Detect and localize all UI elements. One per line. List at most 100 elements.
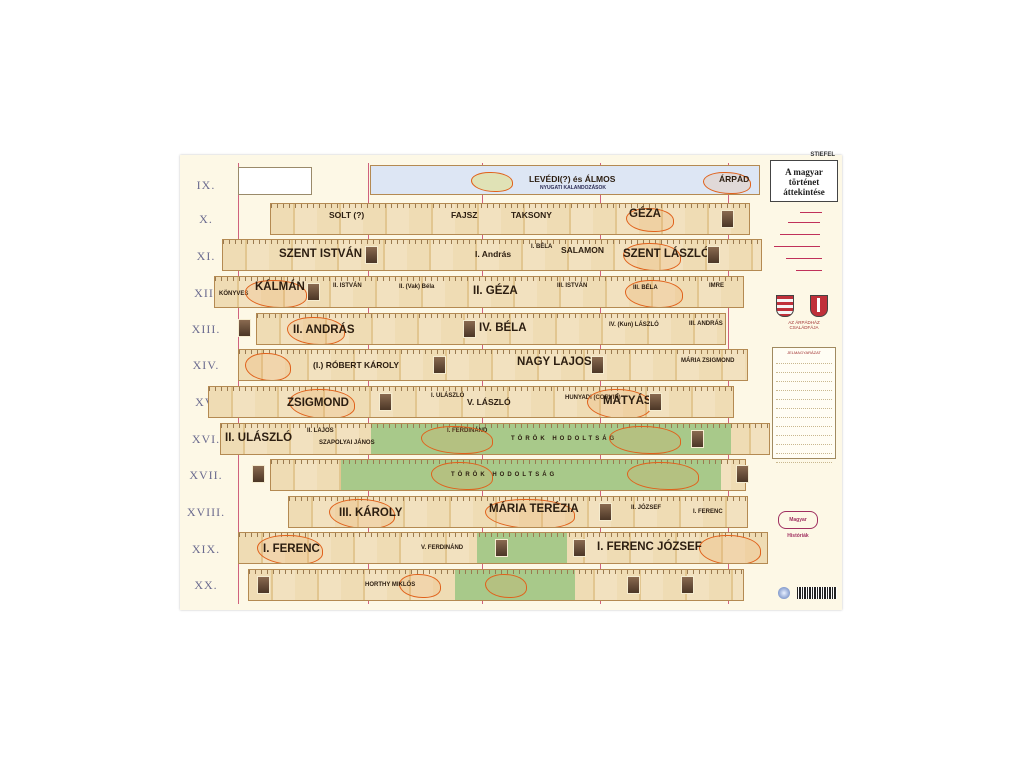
ruler-bela-2: II. (Vak) Béla (399, 284, 435, 290)
ruler-ferenc-1: I. FERENC (263, 543, 320, 555)
ruler-lajos-2: II. LAJOS (307, 428, 334, 434)
portrait (691, 430, 704, 448)
portrait (238, 319, 251, 337)
guide-line (482, 163, 483, 604)
territory-map (625, 280, 683, 307)
century-label: XII. (194, 286, 218, 300)
ruler-taksony: TAKSONY (511, 210, 552, 220)
year-ruler (239, 350, 747, 354)
ruler-laszlo-4: IV. (Kun) LÁSZLÓ (609, 322, 659, 328)
history-timeline-poster: IX. X. XI. XII. XIII. XIV. XV. XVI. XVII… (180, 152, 842, 610)
ruler-zsigmond: ZSIGMOND (287, 397, 349, 409)
portrait (736, 465, 749, 483)
portrait (257, 576, 270, 594)
band-xiv: (I.) RÓBERT KÁROLY NAGY LAJOS MÁRIA ZSIG… (238, 349, 748, 381)
coat-of-arms-cross (810, 295, 828, 317)
poster-subtitle: áttekintése (783, 187, 825, 197)
portrait (721, 210, 734, 228)
band-x: SOLT (?) FAJSZ TAKSONY GÉZA (270, 203, 750, 235)
portrait (379, 393, 392, 411)
portrait (707, 246, 720, 264)
territory-map (623, 243, 681, 270)
ruler-ferenc-1-xviii: I. FERENC (693, 509, 723, 515)
ruler-fajsz: FAJSZ (451, 210, 478, 220)
band-xvii: TÖRÖK HODOLTSÁG (270, 459, 746, 491)
ruler-solt: SOLT (?) (329, 210, 365, 220)
portrait (433, 356, 446, 374)
year-ruler (215, 277, 743, 281)
publisher-brand: STIEFEL (810, 152, 835, 158)
territory-map (287, 317, 345, 344)
occupation-band (477, 533, 567, 563)
year-ruler (221, 424, 769, 428)
portrait (365, 246, 378, 264)
century-label: XIII. (191, 322, 221, 336)
band-ix: LEVÉDI(?) és ÁLMOS ÁRPÁD (370, 165, 760, 195)
band-xviii: III. KÁROLY MÁRIA TERÉZIA II. JÓZSEF I. … (288, 496, 748, 528)
ruler-szapolyai: SZAPOLYAI JÁNOS (319, 440, 375, 446)
ruler-matyas: MÁTYÁS (603, 395, 652, 407)
territory-map (245, 353, 291, 380)
guide-line (728, 163, 729, 604)
ruler-robert-karoly: (I.) RÓBERT KÁROLY (313, 360, 400, 370)
ruler-ulaszlo-1: I. ULÁSZLÓ (431, 393, 465, 399)
year-ruler (239, 533, 767, 537)
territory-map (485, 499, 575, 527)
ruler-nagy-lajos: NAGY LAJOS (517, 356, 592, 368)
info-box (238, 167, 312, 195)
ruler-karoly-3: III. KÁROLY (339, 507, 403, 519)
ruler-ulaszlo-2: II. ULÁSZLÓ (225, 432, 293, 444)
ruler-istvan-3: III. ISTVÁN (557, 283, 588, 289)
band-xv: ZSIGMOND I. ULÁSZLÓ V. LÁSZLÓ HUNYADI (C… (208, 386, 734, 418)
band-xi: SZENT ISTVÁN I. András I. BÉLA SALAMON S… (222, 239, 762, 271)
dynasty-note: AZ ÁRPÁDHÁZ CSALÁDFÁJA (788, 320, 820, 330)
century-label: XVI. (191, 432, 221, 446)
portrait (599, 503, 612, 521)
ruler-ferdinand-5: V. FERDINÁND (421, 545, 464, 551)
ruler-istvan-2: II. ISTVÁN (333, 283, 362, 289)
territory-map (627, 462, 699, 490)
ruler-szent-laszlo: SZENT LÁSZLÓ (623, 248, 710, 260)
portrait (681, 576, 694, 594)
ruler-arpad: ÁRPÁD (719, 174, 750, 184)
territory-map (471, 172, 513, 192)
century-label: XI. (196, 249, 216, 263)
year-ruler (223, 240, 761, 244)
ruler-kalman: KÁLMÁN (255, 281, 305, 293)
ruler-levedi-almos: LEVÉDI(?) és ÁLMOS (529, 174, 616, 184)
label-torok-hodoltsag: TÖRÖK HODOLTSÁG (451, 472, 558, 478)
territory-map (699, 535, 761, 563)
portrait (591, 356, 604, 374)
year-ruler (257, 314, 725, 318)
ruler-andras-3: III. ANDRÁS (689, 321, 723, 327)
territory-map (626, 208, 674, 232)
century-label: XVIII. (186, 505, 226, 519)
portrait (649, 393, 662, 411)
ruler-geza: GÉZA (629, 208, 661, 220)
year-ruler (209, 387, 733, 391)
portrait (573, 539, 586, 557)
guide-line (238, 163, 239, 604)
territory-map (421, 426, 493, 454)
century-label: XVII. (189, 468, 223, 482)
year-ruler (271, 460, 745, 464)
century-label: XIV. (192, 358, 220, 372)
ruler-maria-terezia: MÁRIA TERÉZIA (489, 503, 579, 515)
territory-map (587, 389, 651, 417)
century-label: XIX. (191, 542, 221, 556)
ruler-bela-4: IV. BÉLA (479, 322, 527, 334)
legend-title: JELMAGYARÁZAT (787, 350, 821, 355)
legend-box: JELMAGYARÁZAT (772, 347, 836, 463)
century-label: IX. (196, 178, 216, 192)
ruler-maria-zsigmond: MÁRIA ZSIGMOND (681, 358, 735, 364)
territory-map (399, 574, 441, 598)
family-tree-diagram (770, 210, 830, 280)
ruler-jozsef-2: II. JÓZSEF (631, 505, 662, 511)
portrait (627, 576, 640, 594)
coat-of-arms-stripes (776, 295, 794, 317)
band-xii: KÖNYVES KÁLMÁN II. ISTVÁN II. (Vak) Béla… (214, 276, 744, 308)
ruler-bela-3: III. BÉLA (633, 285, 658, 291)
ruler-geza-2: II. GÉZA (473, 285, 518, 297)
portrait (307, 283, 320, 301)
year-ruler (249, 570, 743, 574)
